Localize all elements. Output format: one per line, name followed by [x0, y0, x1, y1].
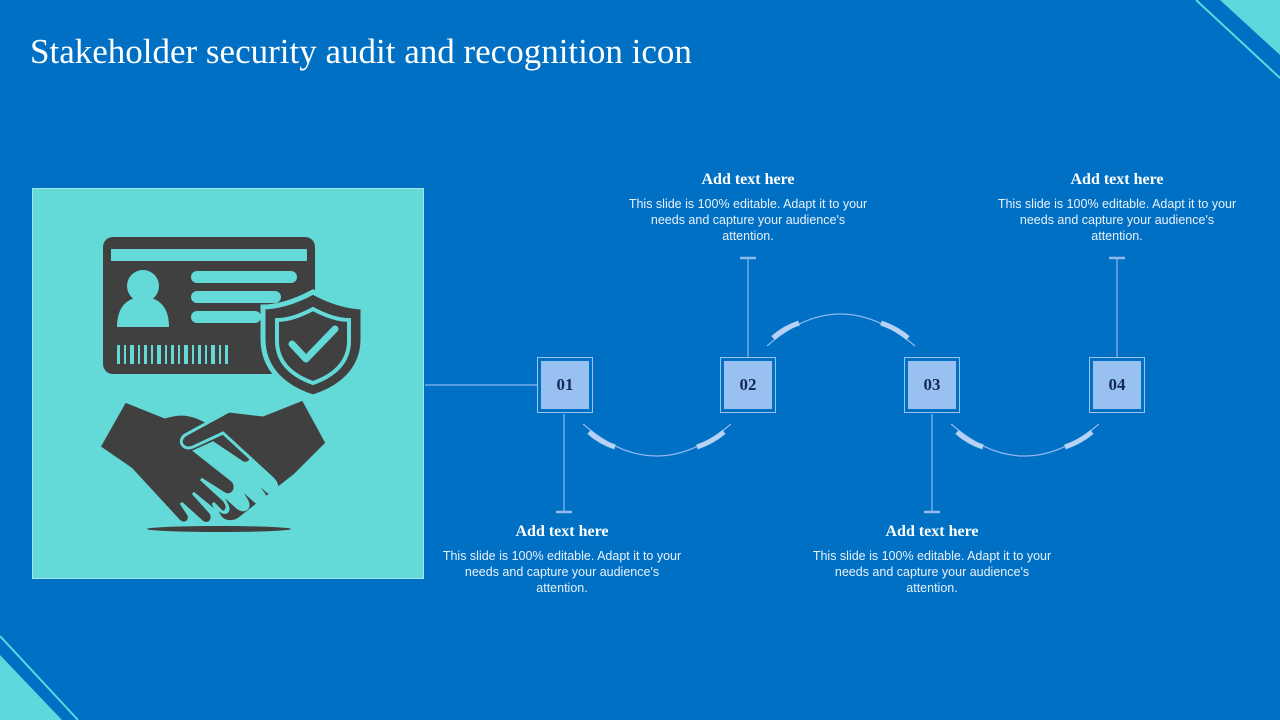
- step-heading: Add text here: [1070, 171, 1164, 188]
- step-number: 01: [541, 361, 589, 409]
- page-title: Stakeholder security audit and recogniti…: [30, 32, 692, 71]
- step-heading: Add text here: [515, 523, 609, 540]
- step-04-box: 04: [1089, 357, 1145, 413]
- icon-panel: [32, 188, 424, 579]
- step-heading: Add text here: [701, 171, 795, 188]
- arc-3: [950, 423, 1100, 457]
- step-body: This slide is 100% editable. Adapt it to…: [997, 197, 1237, 243]
- step-04-text: Add text here This slide is 100% editabl…: [997, 170, 1237, 244]
- step-body: This slide is 100% editable. Adapt it to…: [442, 549, 682, 595]
- step-number: 03: [908, 361, 956, 409]
- step-03-text: Add text here This slide is 100% editabl…: [812, 522, 1052, 596]
- arc-1: [582, 423, 732, 457]
- step-heading: Add text here: [885, 523, 979, 540]
- shield-check-icon: [260, 289, 366, 400]
- step-03-box: 03: [904, 357, 960, 413]
- step-number: 02: [724, 361, 772, 409]
- arc-2: [766, 313, 916, 347]
- step-02-box: 02: [720, 357, 776, 413]
- step-number: 04: [1093, 361, 1141, 409]
- handshake-icon: [97, 397, 329, 532]
- step-body: This slide is 100% editable. Adapt it to…: [628, 197, 868, 243]
- step-02-text: Add text here This slide is 100% editabl…: [628, 170, 868, 244]
- step-01-text: Add text here This slide is 100% editabl…: [442, 522, 682, 596]
- step-01-box: 01: [537, 357, 593, 413]
- step-body: This slide is 100% editable. Adapt it to…: [812, 549, 1052, 595]
